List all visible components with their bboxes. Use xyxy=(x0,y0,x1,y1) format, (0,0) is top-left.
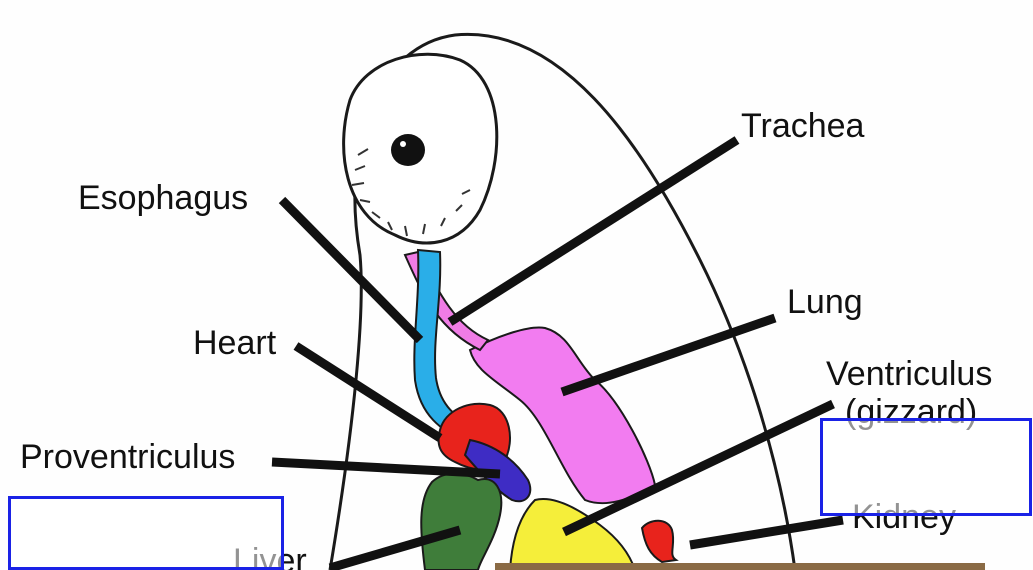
heart-label: Heart xyxy=(193,324,277,362)
ventriculus-label: Ventriculus xyxy=(826,355,992,393)
esophagus-label: Esophagus xyxy=(78,179,248,217)
answer-box-right[interactable] xyxy=(820,418,1032,516)
lung-label: Lung xyxy=(787,283,863,321)
liver-organ xyxy=(421,474,501,570)
trachea-label: Trachea xyxy=(741,107,865,145)
owl-eye xyxy=(391,134,425,166)
lung-pointer xyxy=(562,318,775,392)
kidney-pointer xyxy=(690,520,843,545)
answer-box-left[interactable] xyxy=(8,496,284,570)
owl-eye-highlight xyxy=(400,141,406,147)
proventriculus-label: Proventriculus xyxy=(20,438,235,476)
photo-strip xyxy=(495,563,985,570)
kidney-organ xyxy=(642,521,676,562)
